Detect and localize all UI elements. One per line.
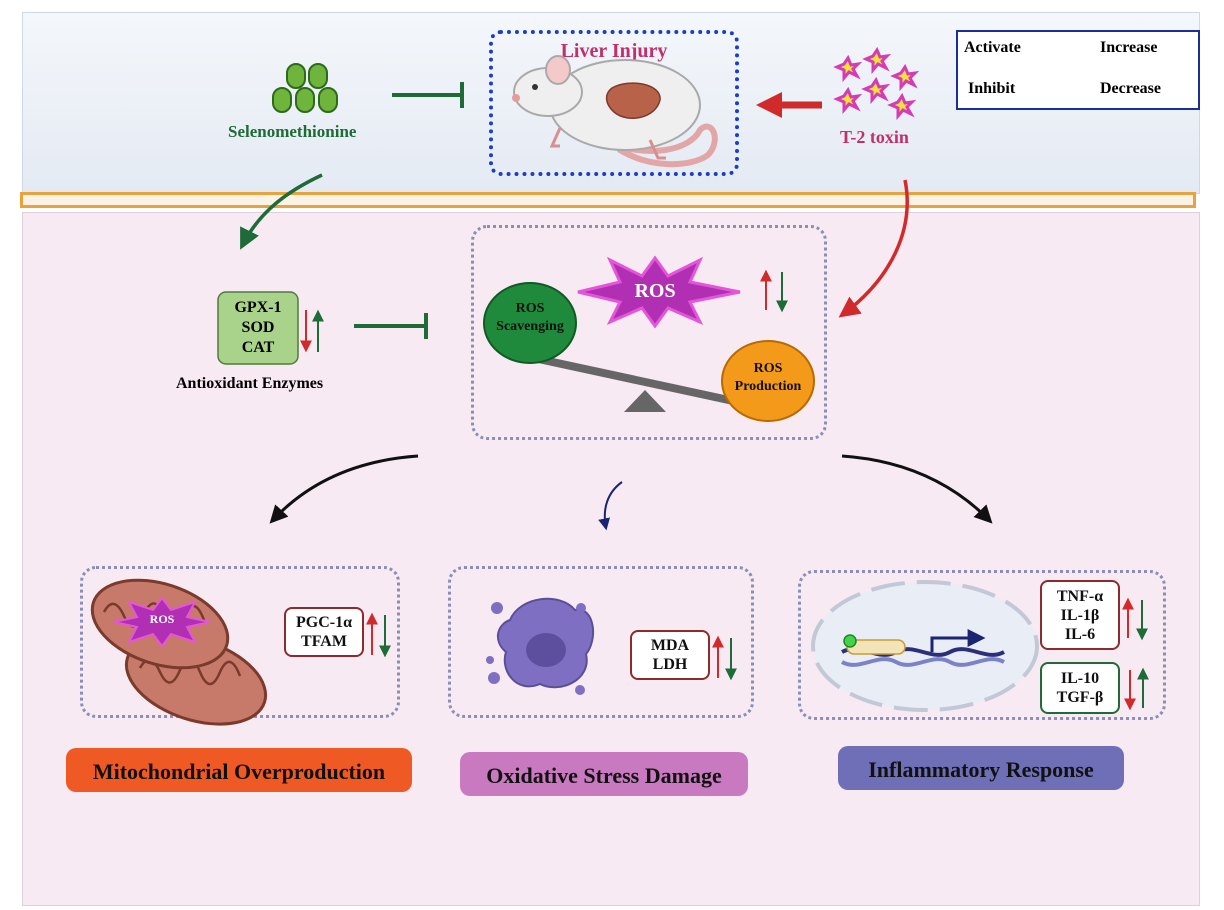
marker-tfam: TFAM [301, 633, 347, 650]
inhibit-selenomethionine-liver [392, 82, 464, 108]
legend-inhibit: Inhibit [968, 80, 1016, 97]
marker-ldh: LDH [652, 656, 688, 673]
marker-mda: MDA [650, 637, 690, 654]
arrow-to-oxidative [598, 481, 623, 531]
legend-box: Activate Inhibit Increase Decrease [956, 30, 1200, 110]
anti-inflammatory-box: IL-10 TGF-β [1040, 662, 1120, 714]
ros-scavenging-circle [483, 282, 577, 364]
toxin-activates-ros-arrow [838, 179, 909, 318]
mito-ros-label: ROS [149, 612, 175, 626]
legend-increase: Increase [1100, 39, 1158, 56]
ros-scavenging-line2: Scavenging [496, 319, 564, 334]
ros-production-circle [721, 340, 815, 422]
anti-inflammatory-arrows [1124, 667, 1149, 711]
damaged-cell-icon [486, 597, 594, 695]
oxidative-banner: Oxidative Stress Damage [460, 752, 748, 796]
toxin-activates-liver-arrow [756, 92, 822, 118]
enzyme-gpx1: GPX-1 [234, 299, 282, 316]
ros-level-arrows [760, 269, 788, 313]
panel-divider [20, 192, 1196, 208]
ros-production-line1: ROS [753, 361, 783, 376]
ros-star-label: ROS [634, 280, 676, 302]
selenomethionine-label: Selenomethionine [228, 122, 357, 141]
marker-tnf-alpha: TNF-α [1056, 588, 1104, 605]
inflammatory-banner: Inflammatory Response [838, 746, 1124, 790]
ros-balance-box [471, 225, 827, 440]
marker-tgfb: TGF-β [1056, 689, 1104, 706]
mito-arrows [366, 612, 391, 658]
mito-ros-star-icon [113, 596, 211, 648]
arrow-to-inflammation [841, 454, 993, 524]
enzyme-cat: CAT [241, 339, 275, 356]
seleno-activates-antioxidant-arrow [240, 173, 323, 250]
ros-production-label: ROS Production [722, 360, 814, 396]
ros-star-icon [577, 255, 741, 329]
mitochondrial-banner: Mitochondrial Overproduction [66, 748, 412, 792]
legend-activate: Activate [964, 39, 1021, 56]
nucleus-dna-icon [811, 580, 1039, 712]
toxin-stars-icon [833, 46, 920, 121]
oxidative-arrows [712, 635, 737, 681]
legend-decrease: Decrease [1100, 80, 1161, 97]
ros-production-line2: Production [734, 379, 802, 394]
marker-il1b: IL-1β [1060, 607, 1100, 624]
oxidative-markers-box: MDA LDH [630, 630, 710, 680]
rat-icon [512, 55, 718, 168]
marker-il10: IL-10 [1060, 670, 1100, 687]
mitochondria-icon [90, 578, 268, 726]
antioxidant-enzymes-box [217, 291, 299, 365]
liver-injury-title: Liver Injury [560, 40, 668, 62]
arrow-to-mitochondria [269, 454, 419, 524]
marker-il6: IL-6 [1064, 626, 1096, 643]
pro-inflammatory-box: TNF-α IL-1β IL-6 [1040, 580, 1120, 650]
antioxidant-enzyme-list: GPX-1 SOD CAT [218, 298, 298, 358]
antioxidant-arrows [300, 309, 324, 353]
selenomethionine-icon [272, 63, 338, 113]
pro-inflammatory-arrows [1122, 597, 1148, 641]
oxidative-box [448, 566, 754, 718]
inhibit-antioxidant-ros [354, 313, 428, 339]
enzyme-sod: SOD [241, 319, 275, 336]
liver-injury-box [489, 30, 739, 176]
inflammation-box [798, 570, 1166, 720]
mito-markers-box: PGC-1α TFAM [284, 607, 364, 657]
toxin-label: T-2 toxin [840, 127, 909, 147]
marker-pgc1a: PGC-1α [295, 614, 353, 631]
antioxidant-enzymes-label: Antioxidant Enzymes [176, 375, 324, 392]
ros-scavenging-line1: ROS [515, 301, 545, 316]
ros-scavenging-label: ROS Scavenging [484, 300, 576, 336]
